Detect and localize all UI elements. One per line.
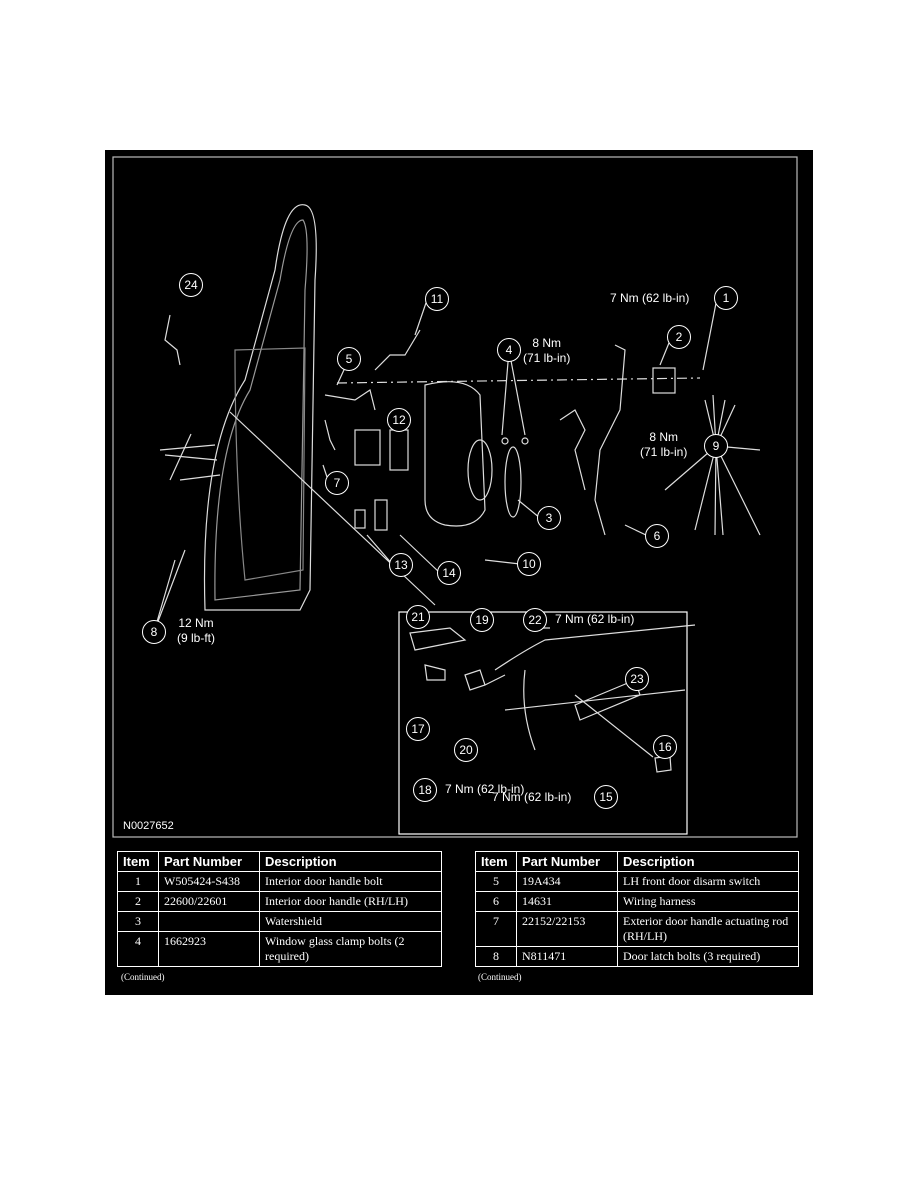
callout-4: 4 [497, 338, 521, 362]
callout-20: 20 [454, 738, 478, 762]
cell-description: Interior door handle (RH/LH) [259, 891, 442, 912]
cell-part-number: 14631 [516, 891, 618, 912]
callout-3: 3 [537, 506, 561, 530]
callout-8: 8 [142, 620, 166, 644]
torque-line: 12 Nm [178, 616, 214, 630]
callout-18: 18 [413, 778, 437, 802]
cell-item: 4 [117, 931, 159, 967]
callout-5: 5 [337, 347, 361, 371]
cell-description: Door latch bolts (3 required) [617, 946, 799, 967]
header-item: Item [475, 851, 517, 872]
cell-description: Watershield [259, 911, 442, 932]
callout-7: 7 [325, 471, 349, 495]
cell-description: LH front door disarm switch [617, 871, 799, 892]
torque-item-22: 7 Nm (62 lb-in) [555, 612, 635, 626]
callout-14: 14 [437, 561, 461, 585]
cell-part-number: 19A434 [516, 871, 618, 892]
callout-1: 1 [714, 286, 738, 310]
callout-23: 23 [625, 667, 649, 691]
continued-note-left: (Continued) [121, 972, 165, 982]
header-part-number: Part Number [158, 851, 260, 872]
cell-item: 7 [475, 911, 517, 947]
torque-item-18: 7 Nm (62 lb-in) [445, 782, 525, 796]
exploded-diagram-panel: 7 Nm (62 lb-in) 8 Nm(71 lb-in) 8 Nm(71 l… [105, 150, 813, 995]
figure-id: N0027652 [123, 820, 174, 832]
table-row: 3 Watershield [117, 911, 442, 932]
callout-6: 6 [645, 524, 669, 548]
header-item: Item [117, 851, 159, 872]
callout-21: 21 [406, 605, 430, 629]
cell-part-number: 22600/22601 [158, 891, 260, 912]
cell-part-number [158, 911, 260, 932]
callout-13: 13 [389, 553, 413, 577]
callout-9: 9 [704, 434, 728, 458]
door-frame [203, 204, 317, 611]
cell-item: 5 [475, 871, 517, 892]
cell-description: Wiring harness [617, 891, 799, 912]
callout-17: 17 [406, 717, 430, 741]
cell-description: Interior door handle bolt [259, 871, 442, 892]
cell-item: 6 [475, 891, 517, 912]
torque-line: 8 Nm [649, 430, 679, 444]
torque-item-8: 12 Nm(9 lb-ft) [177, 616, 215, 646]
torque-line: (71 lb-in) [640, 445, 688, 459]
cell-description: Window glass clamp bolts (2 required) [259, 931, 442, 967]
header-description: Description [259, 851, 442, 872]
header-description: Description [617, 851, 799, 872]
cell-item: 3 [117, 911, 159, 932]
cell-item: 1 [117, 871, 159, 892]
torque-item-1: 7 Nm (62 lb-in) [610, 291, 690, 305]
callout-24: 24 [179, 273, 203, 297]
callout-16: 16 [653, 735, 677, 759]
torque-line: 8 Nm [532, 336, 562, 350]
callout-2: 2 [667, 325, 691, 349]
cell-part-number: 1662923 [158, 931, 260, 967]
cell-description: Exterior door handle actuating rod (RH/L… [617, 911, 799, 947]
torque-item-4: 8 Nm(71 lb-in) [523, 336, 570, 366]
cell-part-number: W505424-S438 [158, 871, 260, 892]
callout-15: 15 [594, 785, 618, 809]
cell-part-number: 22152/22153 [516, 911, 618, 947]
callout-12: 12 [387, 408, 411, 432]
cell-item: 8 [475, 946, 517, 967]
callout-19: 19 [470, 608, 494, 632]
torque-line: (71 lb-in) [523, 351, 571, 365]
cell-part-number: N811471 [516, 946, 618, 967]
callout-11: 11 [425, 287, 449, 311]
cell-item: 2 [117, 891, 159, 912]
callout-10: 10 [517, 552, 541, 576]
torque-line: (9 lb-ft) [177, 631, 216, 645]
torque-item-9: 8 Nm(71 lb-in) [640, 430, 687, 460]
header-part-number: Part Number [516, 851, 618, 872]
torque-item-15: 7 Nm (62 lb-in) [492, 790, 572, 804]
continued-note-right: (Continued) [478, 972, 522, 982]
callout-22: 22 [523, 608, 547, 632]
